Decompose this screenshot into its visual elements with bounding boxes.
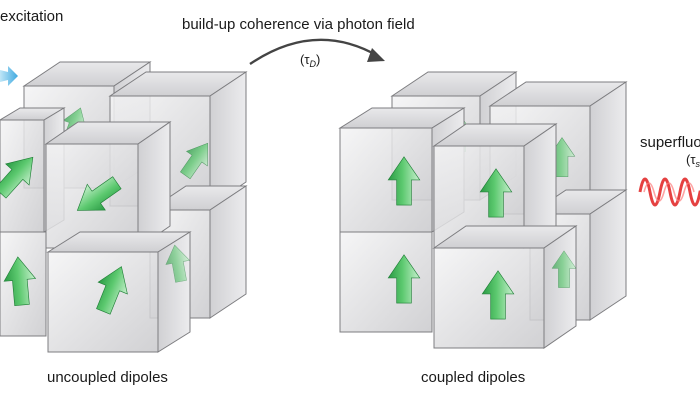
coupled-lattice bbox=[338, 71, 628, 349]
process-arc-arrow bbox=[249, 38, 379, 65]
tau-s-label: (τs bbox=[686, 152, 700, 169]
coupled-dipoles-label: coupled dipoles bbox=[421, 369, 526, 386]
excitation-arrow bbox=[0, 66, 18, 86]
excitation-label: excitation bbox=[0, 8, 64, 25]
uncoupled-dipoles-label: uncoupled dipoles bbox=[47, 369, 168, 386]
tau-d-label: (τD) bbox=[300, 52, 321, 69]
process-arc-arrowhead bbox=[367, 48, 385, 62]
uncoupled-lattice bbox=[0, 61, 248, 353]
superfluorescence-wave bbox=[638, 177, 700, 207]
cube bbox=[339, 231, 433, 333]
process-label: build-up coherence via photon field bbox=[182, 16, 415, 33]
superfluorescence-label: superfluo bbox=[640, 134, 700, 151]
